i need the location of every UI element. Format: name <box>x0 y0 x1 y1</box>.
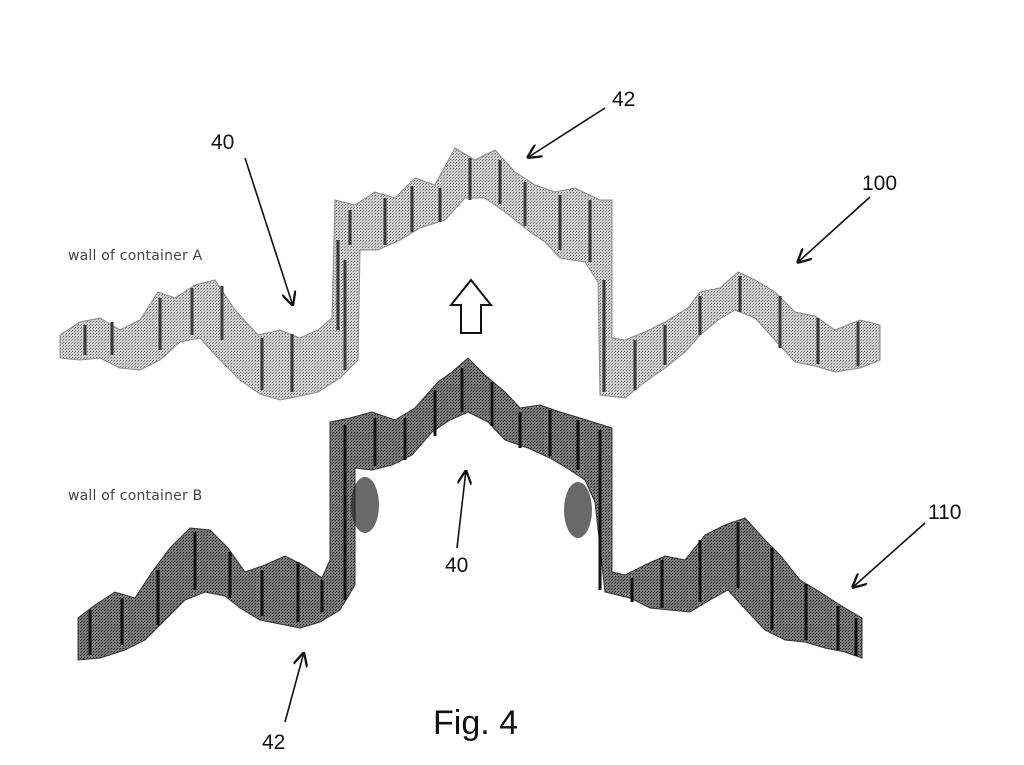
wall-b-bulge-right <box>564 482 592 538</box>
leader-arrow-center-40 <box>456 470 466 549</box>
label-wall-container-a: wall of container A <box>68 248 203 264</box>
up-arrow-icon <box>448 278 494 334</box>
wall-a-texture <box>83 158 860 392</box>
leader-arrow-right-100 <box>797 196 871 263</box>
ref-numeral-right-110: 110 <box>928 501 962 524</box>
wall-b-texture <box>88 368 858 656</box>
wall-b-band <box>77 357 863 661</box>
figure-caption: Fig. 4 <box>433 704 519 742</box>
leader-arrow-left-40 <box>244 157 293 306</box>
ref-numeral-center-40: 40 <box>445 554 469 577</box>
wall-a <box>59 147 881 401</box>
ref-numeral-top-42: 42 <box>612 88 636 111</box>
wall-b <box>77 357 863 661</box>
wall-b-bulge-left <box>351 477 379 533</box>
ref-numeral-bottom-42: 42 <box>262 731 286 754</box>
ref-numeral-right-100: 100 <box>862 172 898 195</box>
wall-a-band <box>59 147 881 401</box>
leader-arrow-top-42 <box>527 107 606 158</box>
ref-numeral-left-40: 40 <box>211 131 235 154</box>
leader-arrow-bottom-42 <box>284 652 304 723</box>
label-wall-container-b: wall of container B <box>68 488 203 504</box>
leader-arrow-right-110 <box>852 522 926 588</box>
